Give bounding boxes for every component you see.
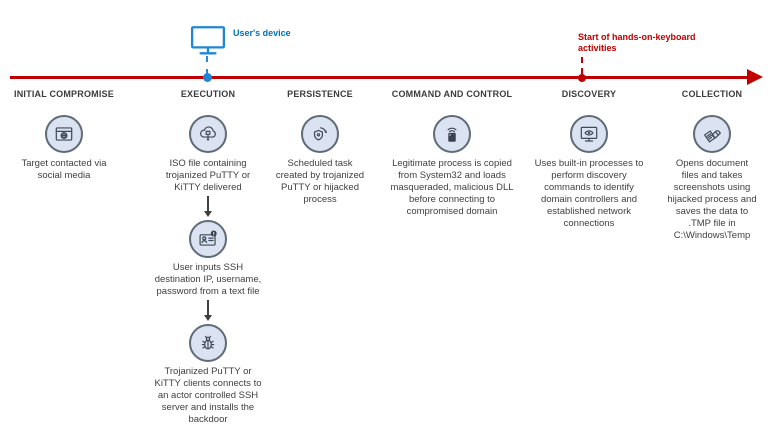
stage-description: Legitimate process is copied from System…: [390, 158, 514, 217]
hands-on-keyboard-label: Start of hands-on-keyboard activities: [578, 32, 696, 53]
stage-title: PERSISTENCE: [287, 89, 353, 99]
substep-description: Trojanized PuTTY or KiTTY clients connec…: [154, 366, 262, 425]
stage-description: Scheduled task created by trojanized PuT…: [275, 158, 365, 205]
stage-description: Uses built-in processes to perform disco…: [534, 158, 644, 229]
stage-description: Opens document files and takes screensho…: [667, 158, 757, 241]
stage-discovery: DISCOVERY Uses built-in processes to per…: [530, 89, 648, 230]
timeline-line: [10, 76, 750, 79]
down-arrow-icon: [204, 300, 212, 321]
stage-execution: EXECUTION ISO file containing trojanized…: [150, 89, 266, 426]
bug-icon: [189, 324, 227, 362]
device-timeline-dot: [203, 73, 212, 82]
shield-refresh-icon: [301, 115, 339, 153]
grab-documents-icon: [693, 115, 731, 153]
stage-title: EXECUTION: [180, 89, 236, 99]
stage-description: Target contacted via social media: [21, 158, 107, 181]
stage-title: COLLECTION: [681, 89, 743, 99]
device-dashed-connector: [206, 56, 208, 75]
down-arrow-icon: [204, 196, 212, 217]
substep-description: User inputs SSH destination IP, username…: [154, 262, 262, 297]
stage-title: DISCOVERY: [561, 89, 617, 99]
stage-persistence: PERSISTENCE Scheduled task created by tr…: [274, 89, 366, 206]
users-device-label: User's device: [233, 28, 291, 38]
stage-description: ISO file containing trojanized PuTTY or …: [165, 158, 251, 193]
hands-on-keyboard-dashed-connector: [581, 57, 583, 74]
browser-globe-icon: [45, 115, 83, 153]
stage-title: COMMAND AND CONTROL: [391, 89, 513, 99]
id-card-alert-icon: [189, 220, 227, 258]
wireless-device-icon: [433, 115, 471, 153]
cloud-download-icon: [189, 115, 227, 153]
stage-title: INITIAL COMPROMISE: [14, 89, 114, 99]
stage-collection: COLLECTION Opens document files and take…: [667, 89, 757, 242]
stage-initial-compromise: INITIAL COMPROMISE Target contacted via …: [14, 89, 114, 182]
hands-on-keyboard-timeline-dot: [578, 74, 586, 82]
stage-command-and-control: COMMAND AND CONTROL Legitimate process i…: [389, 89, 515, 218]
eye-monitor-icon: [570, 115, 608, 153]
monitor-icon: [190, 26, 226, 55]
timeline-arrowhead-icon: [747, 69, 763, 85]
